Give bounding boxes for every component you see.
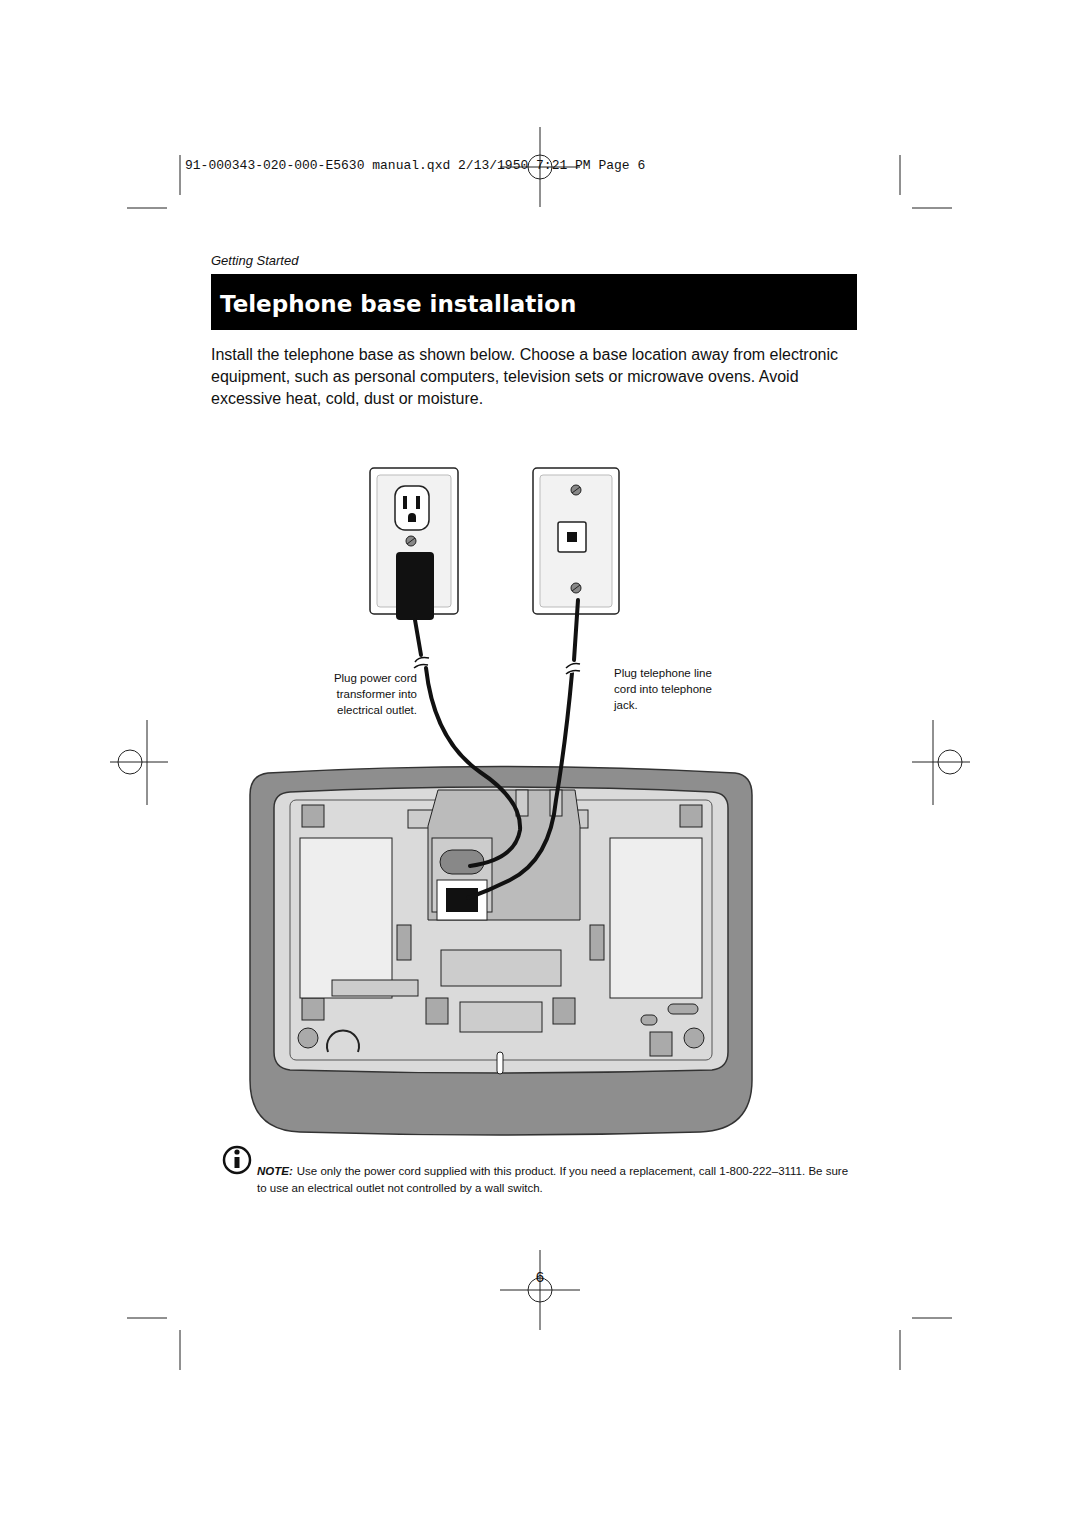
body-paragraph: Install the telephone base as shown belo…: [211, 344, 871, 410]
crop-marks: [110, 127, 970, 1370]
note-block: NOTE:Use only the power cord supplied wi…: [257, 1163, 857, 1197]
info-icon: [224, 1147, 250, 1173]
section-label: Getting Started: [211, 253, 411, 269]
cords: [415, 600, 578, 898]
page-number: 6: [520, 1268, 560, 1286]
note-text: Use only the power cord supplied with th…: [257, 1165, 848, 1194]
electrical-outlet: [370, 468, 458, 620]
power-transformer: [396, 552, 434, 620]
cord-breaks: [414, 658, 580, 675]
file-header: 91-000343-020-000-E5630 manual.qxd 2/13/…: [185, 158, 905, 174]
note-label: NOTE:: [257, 1165, 293, 1177]
telephone-wall-jack: [533, 468, 619, 614]
callout-text: Plug telephone line cord into telephone …: [614, 665, 724, 713]
section-title: Telephone base installation: [220, 290, 850, 318]
callout-text: Plug power cord transformer into electri…: [309, 670, 417, 718]
title-band: [211, 274, 857, 330]
telephone-base: [250, 767, 752, 1136]
